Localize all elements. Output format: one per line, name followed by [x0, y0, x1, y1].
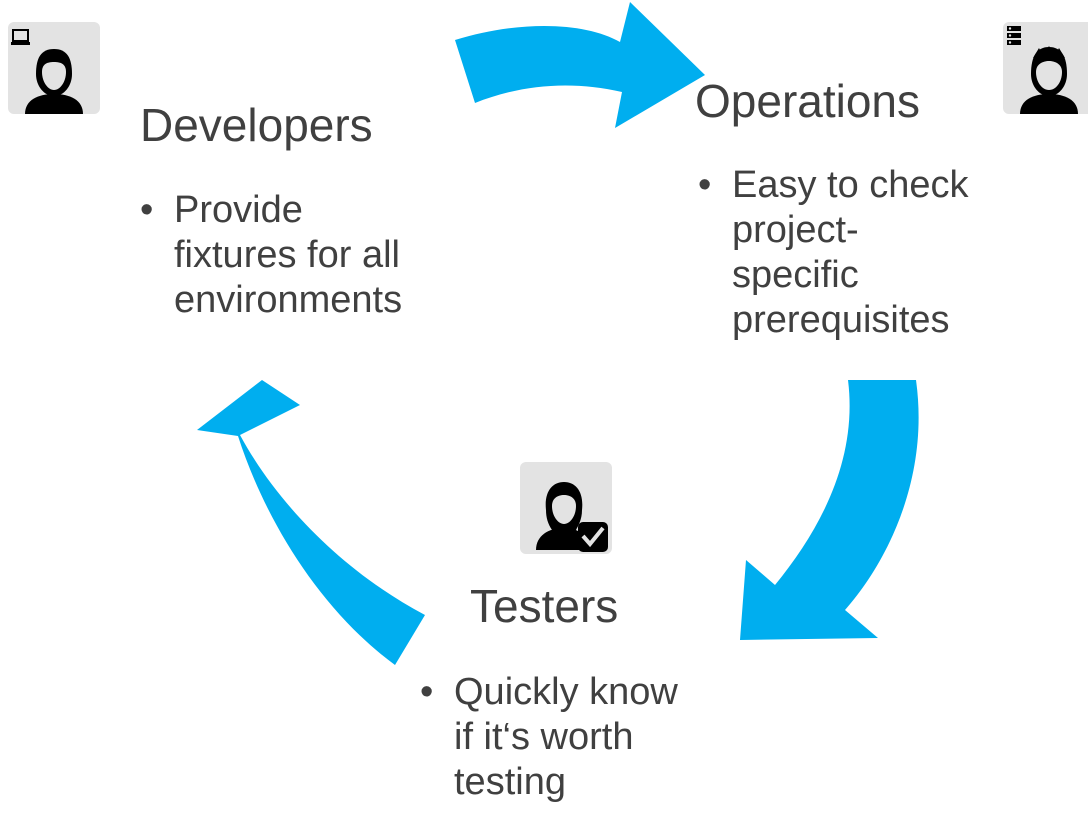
- developers-bullets: Provide fixtures for all environments: [140, 188, 402, 323]
- testers-bullets: Quickly know if it‘s worth testing: [420, 670, 678, 805]
- operations-bullet-item: Easy to check project- specific prerequi…: [698, 163, 969, 343]
- operations-bullet-line-1: Easy to check: [732, 164, 969, 206]
- operations-bullet-line-2: project-: [732, 209, 859, 251]
- developers-bullet-item: Provide fixtures for all environments: [140, 188, 402, 323]
- developers-title: Developers: [140, 99, 373, 151]
- developers-icon-tile: [8, 22, 100, 114]
- operations-title: Operations: [695, 75, 921, 127]
- arrow-testers-to-developers: [197, 380, 425, 665]
- arrow-developers-to-operations: [455, 2, 705, 128]
- testers-bullet-line-1: Quickly know: [454, 671, 678, 713]
- operations-server-icon: [1007, 26, 1078, 114]
- developers-bullet-line-1: Provide: [174, 189, 303, 231]
- developers-bullet-line-3: environments: [174, 279, 403, 321]
- testers-icon-tile: [520, 462, 612, 554]
- testers-bullet-item: Quickly know if it‘s worth testing: [420, 670, 678, 805]
- operations-bullet-line-3: specific: [732, 254, 859, 296]
- developer-laptop-icon: [11, 29, 83, 114]
- operations-bullet-line-4: prerequisites: [732, 299, 950, 341]
- tester-checkmark-icon: [536, 482, 608, 552]
- arrow-operations-to-testers: [740, 380, 919, 640]
- testers-bullet-line-3: testing: [454, 761, 566, 803]
- operations-icon-tile: [1003, 22, 1088, 114]
- testers-title: Testers: [470, 580, 619, 632]
- testers-bullet-line-2: if it‘s worth: [454, 716, 634, 758]
- developers-bullet-line-2: fixtures for all: [174, 234, 400, 276]
- operations-bullets: Easy to check project- specific prerequi…: [698, 163, 969, 343]
